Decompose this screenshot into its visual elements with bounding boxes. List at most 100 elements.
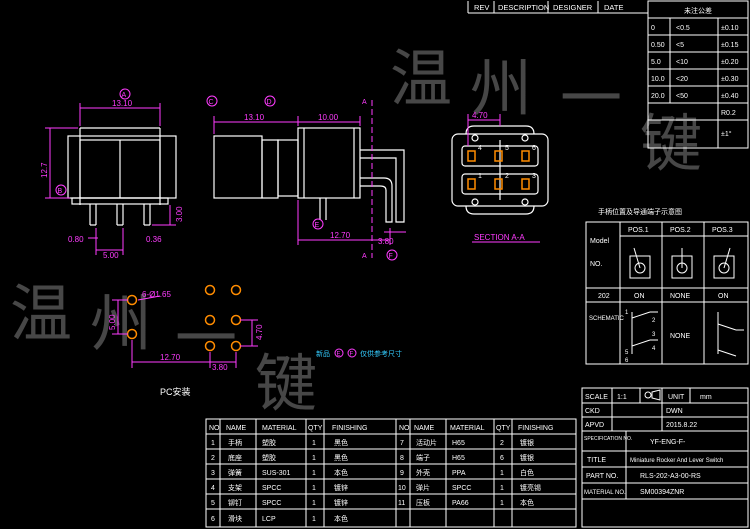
pos-3-header: POS.3 <box>712 227 733 234</box>
note-callout-e-label: E <box>337 352 341 358</box>
tol-cell: ±0.40 <box>721 93 739 100</box>
tolerance-rows: 0 <0.5 ±0.10 0.50 <5 ±0.15 5.0 <10 ±0.20… <box>651 25 739 138</box>
part-cell: 本色 <box>334 514 348 523</box>
front-view <box>67 127 177 226</box>
dim-6-phi: 6-Ø1.65 <box>142 290 171 299</box>
part-cell: 1 <box>211 440 215 447</box>
col-name: NAME <box>226 425 247 432</box>
spec-value: YF-ENG-F- <box>650 439 686 446</box>
no-label: NO. <box>590 261 603 268</box>
dim-12-70-b: 12.70 <box>160 353 181 362</box>
part-cell: 塑胶 <box>262 438 276 447</box>
date-label: DATE <box>604 3 623 12</box>
tol-cell: <5 <box>676 42 684 49</box>
part-no-label: PART NO. <box>586 473 618 480</box>
callout-b-label: B <box>58 188 63 195</box>
part-cell: 4 <box>211 485 215 492</box>
callout-d-label: D <box>267 99 272 106</box>
pos-3-state: ON <box>718 293 729 300</box>
note-suffix: 仅供参考尺寸 <box>360 349 402 358</box>
section-a-a-view <box>451 125 549 215</box>
schem-pin-4: 4 <box>652 346 656 352</box>
material-no-value: SM00394ZNR <box>640 489 684 496</box>
tol-cell: <0.5 <box>676 25 690 32</box>
dim-5-00-a: 5.00 <box>103 251 119 260</box>
part-cell: 6 <box>500 455 504 462</box>
part-cell: PPA <box>452 470 466 477</box>
note-callout-f <box>347 348 357 358</box>
dim-13-10-a: 13.10 <box>112 99 133 108</box>
tol-cell: 0 <box>651 25 655 32</box>
tol-cell: ±0.30 <box>721 76 739 83</box>
part-cell: 1 <box>312 485 316 492</box>
pos-1-header: POS.1 <box>628 227 649 234</box>
part-cell: 支架 <box>228 483 242 492</box>
callout-c-label: C <box>209 99 214 106</box>
side-view-dimensions <box>213 100 406 258</box>
description-label: DESCRIPTION <box>498 3 549 12</box>
section-pin-numbers: 4 5 6 1 2 3 <box>478 145 536 180</box>
part-cell: H65 <box>452 455 465 462</box>
col-qty: QTY <box>308 425 323 432</box>
dim-3-00: 3.00 <box>175 206 184 222</box>
dim-3-80-b: 3.80 <box>212 363 228 372</box>
section-dimensions <box>467 114 501 146</box>
part-cell: 3 <box>211 470 215 477</box>
watermark-char-7: 一 <box>175 302 237 375</box>
dim-4-70-b: 4.70 <box>255 324 264 340</box>
part-cell: 铆钉 <box>228 498 242 507</box>
positions-title: 手柄位置及导通端子示意图 <box>598 207 682 216</box>
part-cell: 1 <box>312 500 316 507</box>
col-material-2: MATERIAL <box>450 425 485 432</box>
part-cell: 滑块 <box>228 514 242 523</box>
callout-f-label: F <box>389 253 393 260</box>
col-finishing-2: FINISHING <box>518 425 553 432</box>
callout-b <box>55 184 67 196</box>
model-code: 202 <box>598 293 610 300</box>
part-cell: 镀亮锡 <box>520 483 541 492</box>
parts-table-grid <box>205 418 577 528</box>
dim-13-10-b: 13.10 <box>244 113 265 122</box>
pc-mount-dimensions <box>112 295 258 368</box>
part-cell: 活动片 <box>416 438 437 447</box>
part-cell: SPCC <box>262 500 281 507</box>
section-title: SECTION A-A <box>474 233 525 242</box>
tol-cell: <50 <box>676 93 688 100</box>
ckd-label: CKD <box>585 408 600 415</box>
apvd-label: APVD <box>585 422 604 429</box>
scale-value: 1:1 <box>617 394 627 401</box>
section-mark-bottom: A <box>362 253 367 260</box>
note-callout-f-label: F <box>350 352 354 358</box>
col-no: NO <box>209 425 220 432</box>
schematic-mid: NONE <box>670 333 691 340</box>
callout-a-label: A <box>122 92 127 99</box>
dim-3-80-a: 3.80 <box>378 237 394 246</box>
model-label: Model <box>590 238 610 245</box>
part-cell: 镀锌 <box>334 483 348 492</box>
pin-label-6: 6 <box>532 145 536 152</box>
part-cell: 1 <box>312 470 316 477</box>
part-cell: SPCC <box>262 485 281 492</box>
schematic-pos1 <box>631 311 658 354</box>
dwn-label: DWN <box>666 408 683 415</box>
designer-label: DESIGNER <box>553 3 593 12</box>
col-finishing: FINISHING <box>332 425 367 432</box>
pin-label-5: 5 <box>505 145 509 152</box>
pos-2-state: NONE <box>670 293 691 300</box>
pin-label-4: 4 <box>478 145 482 152</box>
part-cell: 手柄 <box>228 438 242 447</box>
part-cell: PA66 <box>452 500 469 507</box>
watermark-char-3: 一 <box>560 62 622 135</box>
schem-pin-5: 5 <box>625 350 629 356</box>
part-cell: 黑色 <box>334 453 348 462</box>
tol-cell: R0.2 <box>721 110 736 117</box>
dim-4-70: 4.70 <box>472 111 488 120</box>
pc-mount-caption: PC安装 <box>160 386 191 397</box>
watermark-char-8: 键 <box>255 347 317 420</box>
callout-d <box>264 95 276 107</box>
part-cell: 8 <box>400 455 404 462</box>
schematic-pos3 <box>717 312 744 357</box>
dim-12-70-a: 12.70 <box>330 231 351 240</box>
part-cell: 2 <box>211 455 215 462</box>
tol-cell: ±0.10 <box>721 25 739 32</box>
